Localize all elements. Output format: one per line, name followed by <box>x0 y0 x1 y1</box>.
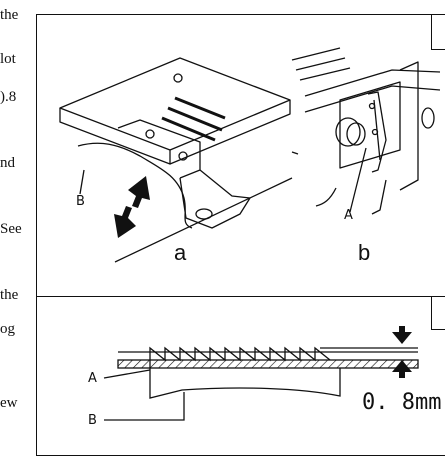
text-fragment-6: the <box>0 287 19 303</box>
part-label-b-bottom: B <box>88 413 97 428</box>
panel-label-b: b <box>358 240 371 265</box>
text-fragment-8: ew <box>0 395 18 411</box>
part-label-a-top: A <box>344 208 353 223</box>
part-label-b-top: B <box>76 194 85 209</box>
figure-bottom-frame <box>36 296 445 456</box>
text-fragment-4: nd <box>0 155 15 171</box>
figure-top-frame <box>36 14 445 298</box>
text-fragment-5: See <box>0 221 22 237</box>
arrow-down-icon <box>392 326 412 344</box>
arrow-up-icon <box>392 360 412 378</box>
measurement-label: 0. 8mm <box>362 390 442 415</box>
text-fragment-7: og <box>0 321 15 337</box>
part-label-a-bottom: A <box>88 371 97 386</box>
figure-top-tab <box>431 14 445 50</box>
figure-bottom-tab <box>431 296 445 330</box>
double-arrow-icon <box>114 176 150 238</box>
panel-label-a: a <box>174 240 187 265</box>
text-fragment-1: the <box>0 7 19 23</box>
text-fragment-2: lot <box>0 51 16 67</box>
text-fragment-3: ).8 <box>0 89 17 105</box>
